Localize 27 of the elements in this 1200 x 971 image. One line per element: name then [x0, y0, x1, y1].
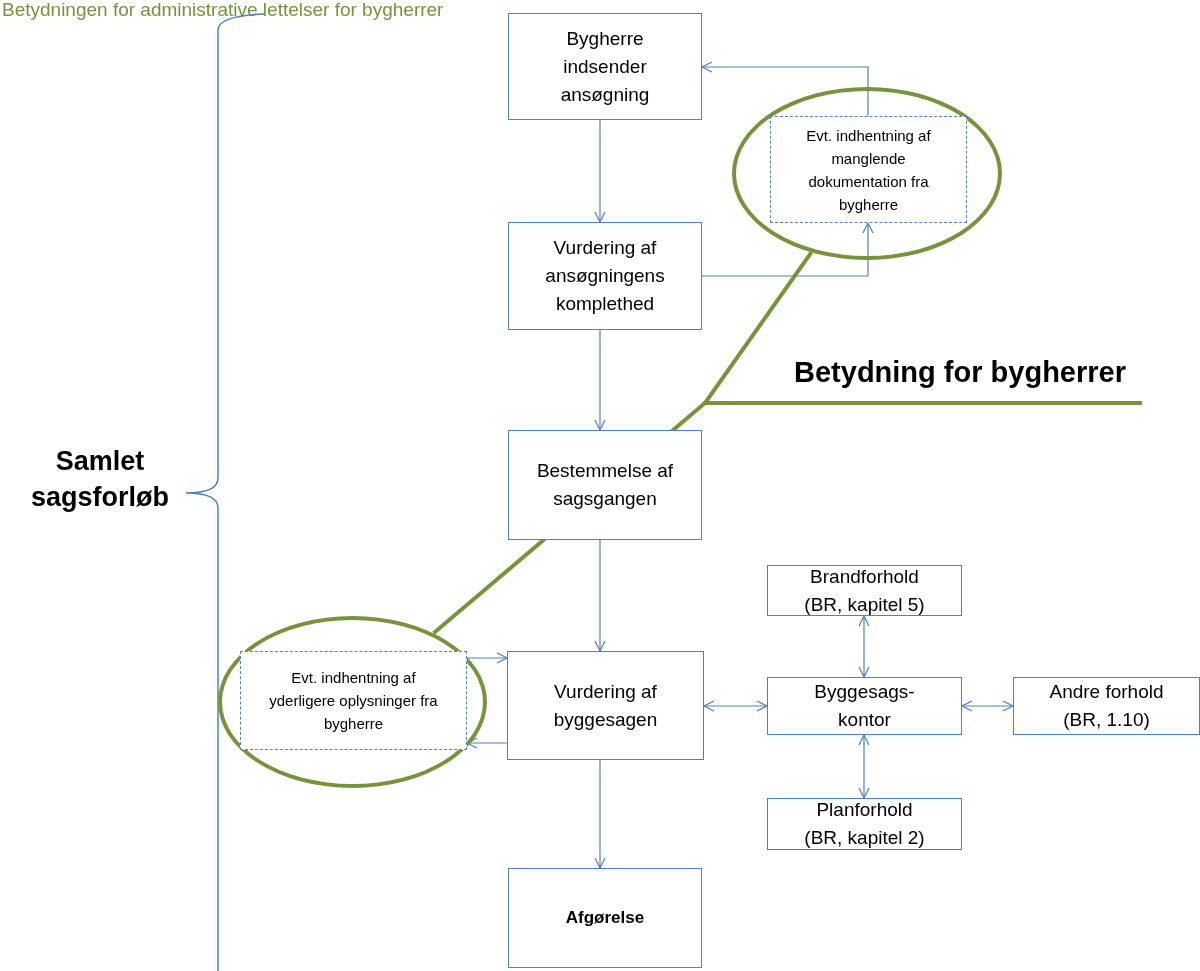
- arrow: [466, 652, 508, 664]
- diagram-title: Betydningen for administrative lettelser for bygherrer: [2, 0, 444, 21]
- process-box: Andre forhold (BR, 1.10): [1013, 677, 1200, 735]
- double-arrow: [858, 734, 870, 799]
- arrow: [594, 759, 606, 869]
- arrow: [594, 329, 606, 431]
- callout-label: Betydning for bygherrer: [690, 356, 1150, 403]
- process-box: Afgørelse: [508, 868, 702, 968]
- arrow: [701, 61, 869, 117]
- arrow: [701, 222, 874, 277]
- process-box: Vurdering af byggesagen: [507, 651, 704, 760]
- highlight-ellipse: [732, 87, 1002, 260]
- double-arrow: [961, 700, 1014, 712]
- process-box: Planforhold (BR, kapitel 2): [767, 798, 962, 850]
- process-box: Bestemmelse af sagsgangen: [508, 430, 702, 540]
- dashed-box: Evt. indhentning af yderligere oplysninger fra bygherre: [240, 651, 467, 750]
- process-box: Vurdering af ansøgningens komplethed: [508, 222, 702, 330]
- process-box: Byggesags- kontor: [767, 677, 962, 735]
- dashed-box: Evt. indhentning af manglende dokumentation fra bygherre: [770, 116, 967, 223]
- arrow: [594, 539, 606, 652]
- side-label: Samlet sagsforløb: [30, 445, 170, 514]
- arrow: [594, 119, 606, 223]
- highlight-ellipse: [218, 616, 487, 788]
- process-box: Bygherre indsender ansøgning: [508, 13, 702, 120]
- double-arrow: [703, 700, 768, 712]
- double-arrow: [858, 615, 870, 678]
- process-box: Brandforhold (BR, kapitel 5): [767, 565, 962, 616]
